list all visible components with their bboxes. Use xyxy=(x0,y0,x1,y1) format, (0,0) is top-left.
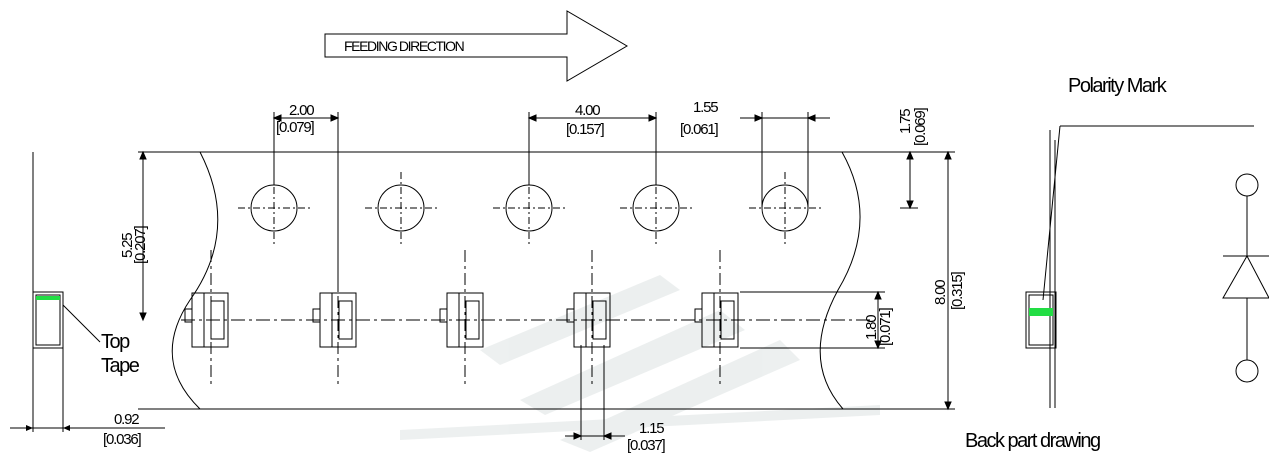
sprocket-hole xyxy=(748,171,822,245)
top-label: Top xyxy=(101,331,130,353)
dim-cavity-height xyxy=(740,290,885,350)
dim-cavity-width xyxy=(565,345,625,440)
dim-0-069: [0.069] xyxy=(912,107,929,146)
dim-tape-width xyxy=(944,150,952,411)
polarity-mark-label: Polarity Mark xyxy=(1068,75,1168,97)
dim-1-75: 1.75 xyxy=(897,109,914,134)
watermark xyxy=(400,275,880,452)
dim-0-036: [0.036] xyxy=(103,431,142,448)
back-part-drawing-label: Back part drawing xyxy=(965,430,1100,452)
side-view-left xyxy=(10,152,165,432)
diode-symbol xyxy=(1222,173,1269,383)
dim-0-061: [0.061] xyxy=(680,121,719,138)
carrier-tape xyxy=(138,151,955,410)
dim-0-071: [0.071] xyxy=(877,307,894,346)
dim-4-00: 4.00 xyxy=(575,102,600,119)
dim-0-079: [0.079] xyxy=(276,119,315,136)
sprocket-hole xyxy=(364,171,438,245)
dim-1-80: 1.80 xyxy=(863,315,880,340)
dim-0-207: [0.207] xyxy=(132,225,149,264)
dim-1-55: 1.55 xyxy=(693,99,718,116)
dim-pitch-sprocket xyxy=(527,112,658,185)
dim-edge-to-hole xyxy=(900,150,918,210)
back-part-view xyxy=(1025,125,1254,408)
dim-0-315: [0.315] xyxy=(949,271,966,310)
dim-0-92: 0.92 xyxy=(114,411,139,428)
marking-green xyxy=(36,296,60,300)
tape-label: Tape xyxy=(101,355,140,377)
dim-5-25: 5.25 xyxy=(119,233,136,258)
dim-2-00: 2.00 xyxy=(289,102,314,119)
dim-0-037: [0.037] xyxy=(627,437,666,454)
polarity-marking xyxy=(1029,308,1053,316)
feeding-direction-label: FEEDING DIRECTION xyxy=(344,38,464,54)
dim-8-00: 8.00 xyxy=(932,280,949,305)
feeding-direction-arrow: FEEDING DIRECTION xyxy=(324,10,628,82)
dim-hole-diameter xyxy=(740,112,830,208)
dim-1-15: 1.15 xyxy=(639,420,664,437)
dim-hole-to-center xyxy=(139,150,147,322)
dim-pitch-hole xyxy=(272,112,340,290)
dim-0-157: [0.157] xyxy=(566,121,605,138)
